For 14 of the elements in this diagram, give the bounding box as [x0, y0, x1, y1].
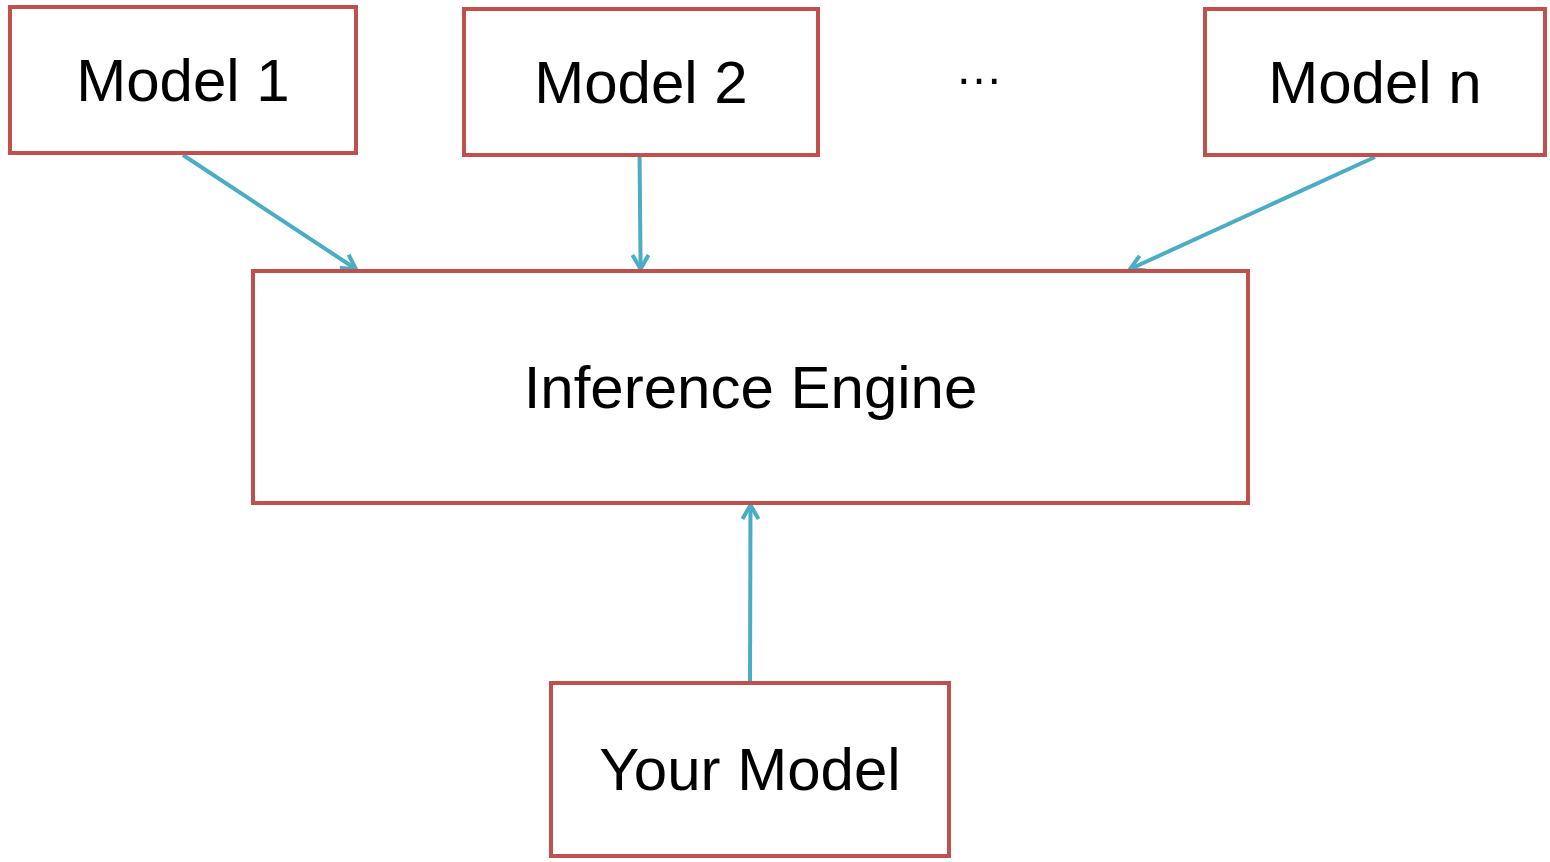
- arrow: [740, 503, 761, 681]
- arrow: [181, 153, 358, 271]
- process-box: [251, 269, 1250, 505]
- process-box: [8, 5, 358, 155]
- arrow: [630, 156, 651, 271]
- box-label: Model n: [1268, 47, 1482, 117]
- ellipsis-text: …: [955, 40, 1003, 95]
- process-box: [462, 7, 820, 157]
- box-label: Your Model: [599, 735, 901, 804]
- process-box: [1203, 7, 1547, 157]
- box-label: Model 1: [76, 45, 290, 115]
- process-box: [549, 681, 951, 858]
- box-label: Model 2: [534, 47, 748, 117]
- box-label: Inference Engine: [523, 352, 978, 422]
